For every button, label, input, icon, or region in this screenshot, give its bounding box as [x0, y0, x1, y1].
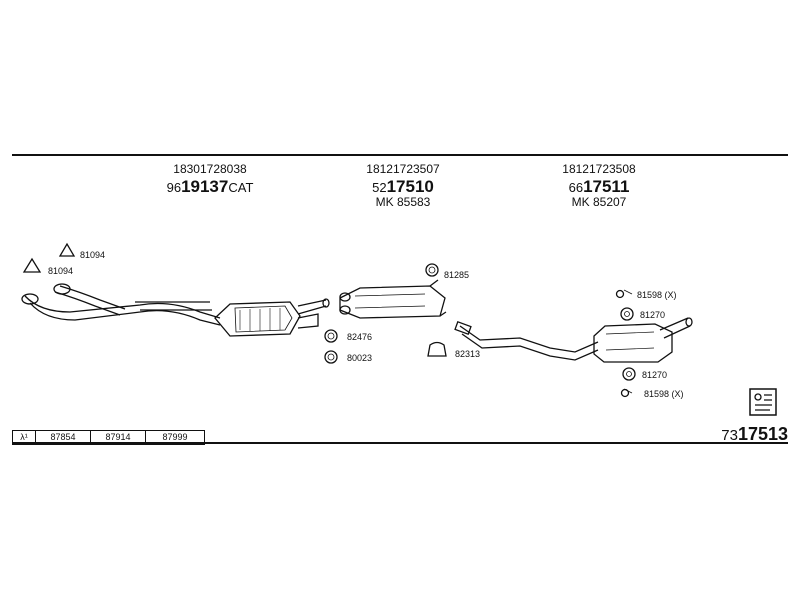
label-81270-a: 81270 — [640, 310, 666, 320]
label-82476: 82476 — [347, 332, 373, 342]
mounting-kit-icon — [749, 388, 777, 416]
part-number-3: 6617511 — [519, 177, 679, 197]
front-pipe-icon — [21, 283, 221, 326]
rear-silencer-icon — [593, 317, 693, 363]
ring-icon-82476 — [324, 329, 338, 343]
mk-number-3: MK 85207 — [571, 195, 627, 209]
middle-silencer-icon — [339, 279, 447, 319]
label-80023: 80023 — [347, 353, 373, 363]
label-81094-a: 81094 — [80, 250, 106, 260]
part-main-1: 19137 — [181, 177, 229, 196]
label-81270-b: 81270 — [642, 370, 668, 380]
ring-icon-80023 — [324, 350, 338, 364]
clamp-icon-81285 — [425, 263, 439, 277]
catalytic-converter-icon — [214, 298, 330, 337]
label-81094-b: 81094 — [48, 266, 74, 276]
kit-main: 17513 — [737, 424, 788, 444]
label-81598-a: 81598 (X) — [637, 290, 677, 300]
part-suffix-1: CAT — [228, 180, 254, 195]
part-main-3: 17511 — [583, 177, 630, 196]
hanger-icon-81270-a — [620, 307, 634, 321]
sensor-value-3: 87999 — [162, 432, 188, 442]
rear-pipe-icon — [454, 321, 599, 361]
label-82313: 82313 — [455, 349, 481, 359]
part-number-2: 5217510 — [323, 177, 483, 197]
top-rule — [12, 154, 788, 156]
part-prefix-3: 66 — [568, 180, 584, 195]
clamp-icon-82313 — [427, 341, 447, 357]
oem-number-3: 18121723508 — [562, 162, 636, 176]
kit-prefix: 73 — [721, 427, 738, 444]
gasket-icon-81094-b — [22, 257, 42, 273]
hanger-icon-81598-a — [615, 289, 625, 299]
gasket-icon-81094-a — [58, 242, 76, 257]
sensor-value-1: 87854 — [36, 431, 91, 444]
part-main-2: 17510 — [386, 177, 434, 196]
part-prefix-1: 96 — [166, 180, 182, 195]
label-81285: 81285 — [444, 270, 470, 280]
oem-number-1: 18301728038 — [173, 162, 247, 176]
lambda-symbol: λ¹ — [13, 431, 36, 444]
hanger-icon-81270-b — [622, 367, 636, 381]
sensor-value-2: 87914 — [91, 431, 146, 444]
bottom-rule — [12, 442, 788, 444]
lambda-sensor-table: λ¹ 87854 87914 87999 — [12, 430, 205, 445]
part-number-1: 9619137CAT — [130, 177, 290, 197]
label-81598-b: 81598 (X) — [644, 389, 684, 399]
part-prefix-2: 52 — [372, 180, 387, 195]
mk-number-2: MK 85583 — [375, 195, 431, 209]
oem-number-2: 18121723507 — [366, 162, 440, 176]
kit-number: 7317513 — [721, 424, 788, 445]
